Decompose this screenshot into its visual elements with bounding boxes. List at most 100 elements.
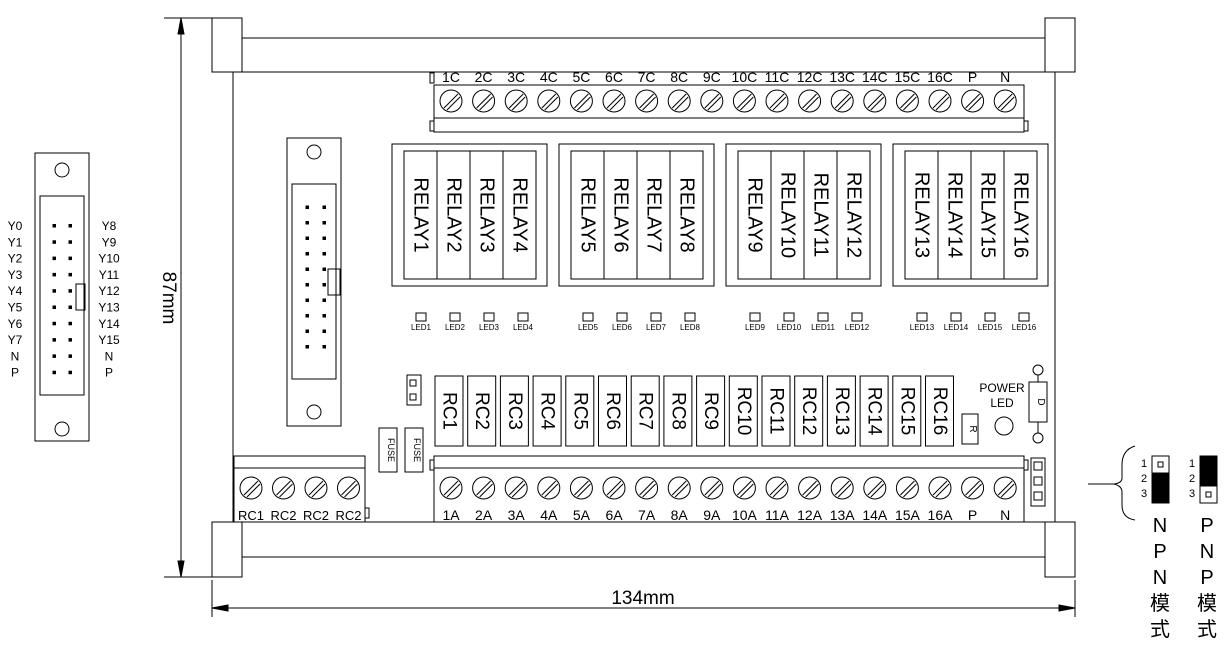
top-terminal-label: 8C (670, 69, 688, 85)
led-label: LED3 (479, 323, 500, 332)
power-led-label-line1: POWER (979, 381, 1025, 395)
terminal-screw (272, 476, 295, 500)
led-label: LED11 (811, 323, 835, 332)
connector-pin (52, 256, 56, 261)
rc-label: RC7 (635, 392, 656, 430)
diode: D (1028, 364, 1048, 444)
connector-body (39, 195, 85, 396)
header-pin (322, 205, 326, 209)
led-label: LED16 (1012, 323, 1037, 332)
mode-title-char: 式 (1150, 618, 1170, 641)
mode-title-char: N (1200, 541, 1214, 563)
connector-pin-label: P (105, 366, 113, 380)
mount-hole (54, 162, 70, 178)
led-body (817, 312, 829, 322)
pin-square (409, 393, 417, 401)
connector-pins (52, 224, 72, 375)
led-label: LED14 (944, 323, 969, 332)
relay (502, 150, 537, 280)
fuse-1: FUSE (378, 427, 398, 473)
header-pin (322, 221, 326, 225)
terminal-screw (602, 476, 626, 500)
relay (669, 150, 704, 280)
rc-label: RC3 (504, 392, 525, 430)
terminal-screw (993, 476, 1017, 500)
terminal-screw (602, 89, 626, 113)
relay-label: RELAY5 (577, 177, 599, 252)
connector-pin (52, 321, 56, 326)
top-terminal-label: 14C (862, 69, 888, 85)
connector-pin (52, 370, 56, 375)
header-pin (305, 345, 309, 349)
connector-pin-label: N (105, 349, 114, 363)
relay-label: RELAY15 (977, 172, 999, 258)
led-body (483, 312, 495, 322)
header-pin (322, 252, 326, 256)
terminal-screw (239, 476, 263, 500)
terminal-screw (798, 476, 822, 500)
rc-label: RC2 (471, 392, 492, 430)
led: LED2 (445, 312, 466, 332)
top-terminal-label: 11C (765, 69, 790, 85)
connector-pin-label: Y10 (98, 252, 120, 266)
connector-pin-label: Y1 (8, 235, 23, 249)
top-terminal-label: 12C (797, 69, 823, 85)
terminal-screw (798, 89, 822, 113)
connector-pin-label: Y9 (102, 235, 117, 249)
relay-group-frame (892, 143, 1049, 287)
connector-pin (68, 321, 72, 326)
terminal-screw (765, 476, 789, 500)
connector-pin-label: N (11, 349, 20, 363)
connector-pin (68, 354, 72, 358)
relay-label: RELAY12 (843, 172, 865, 258)
led-label: LED10 (777, 323, 802, 332)
terminal-tab (429, 72, 435, 84)
pin-number: 2 (1189, 473, 1195, 485)
terminal-screw (537, 89, 561, 113)
connector-pin (52, 240, 56, 244)
rail-end-block (1044, 17, 1076, 73)
terminal-tab (1023, 459, 1029, 471)
top-terminal-label: 5C (572, 69, 590, 85)
top-terminal-screws (439, 89, 1017, 113)
connector-pin (52, 305, 56, 309)
relay-label: RELAY14 (944, 172, 966, 258)
terminal-screw (928, 476, 952, 500)
rc-block: RC11 (761, 375, 791, 447)
rc-label: RC9 (700, 392, 721, 430)
led-label: LED1 (411, 323, 432, 332)
relay-label: RELAY1 (410, 177, 432, 252)
connector-pin-label: Y14 (98, 317, 120, 331)
led: LED15 (978, 312, 1003, 332)
relay-label: RELAY8 (676, 177, 698, 252)
rc-block: RC14 (859, 375, 889, 447)
fuse-label: FUSE (412, 438, 422, 462)
terminal-screw (304, 476, 328, 500)
rc-label: RC5 (569, 392, 590, 430)
power-led: POWER LED (979, 381, 1025, 436)
connector-pin (68, 305, 72, 309)
left-terminal-label: RC2 (270, 508, 296, 523)
led: LED8 (680, 312, 701, 332)
width-dimension-label: 134mm (611, 588, 674, 609)
rc-block: RC3 (499, 375, 529, 447)
left-terminal-label: RC1 (238, 508, 264, 523)
led: LED11 (811, 312, 835, 332)
relay-label: RELAY2 (443, 177, 465, 252)
connector-pin-label: Y4 (8, 284, 23, 298)
header-pin (305, 298, 309, 302)
connector-pin (52, 289, 56, 293)
led: LED13 (910, 312, 935, 332)
connector-pin-label: Y3 (8, 268, 23, 282)
bottom-terminal-label: 9A (703, 507, 721, 523)
terminal-screw (765, 89, 789, 113)
pin-square (1157, 461, 1164, 468)
header-body (291, 183, 337, 380)
rc-label: RC13 (831, 387, 852, 436)
bottom-terminal-label: 13A (830, 507, 856, 523)
